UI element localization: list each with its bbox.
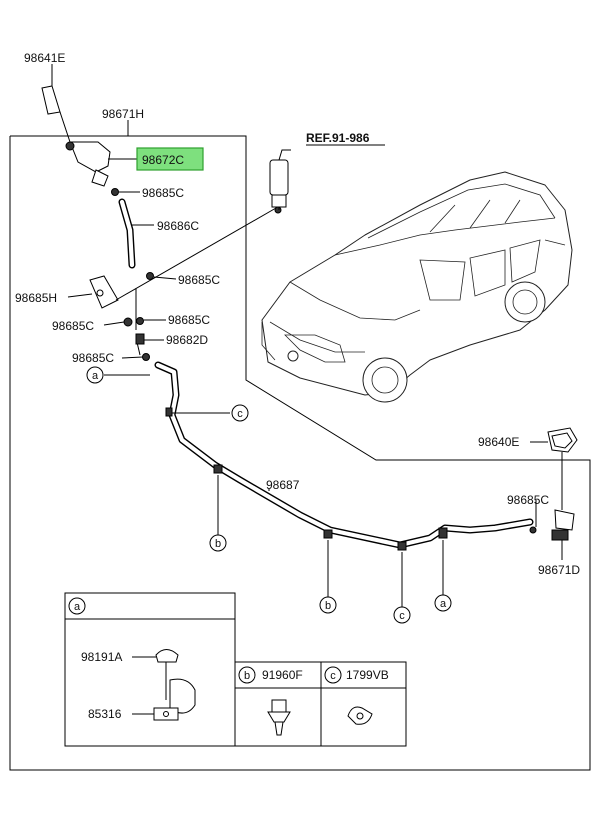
hose-routing [118, 198, 534, 549]
washer-pump [269, 149, 291, 214]
callout-a-upper: a [86, 366, 104, 384]
callout-b-mid: b [319, 596, 337, 614]
svg-text:b: b [244, 670, 250, 682]
svg-text:a: a [74, 601, 81, 613]
svg-text:c: c [330, 670, 336, 682]
label-98685c-6: 98685C [507, 493, 549, 507]
label-98641e: 98641E [24, 51, 65, 65]
svg-text:b: b [215, 538, 221, 550]
legend-box-c: c [320, 661, 407, 747]
svg-text:b: b [325, 600, 331, 612]
svg-text:c: c [237, 408, 243, 420]
svg-text:c: c [399, 610, 405, 622]
label-98685c-3: 98685C [52, 319, 94, 333]
leader-lines [51, 64, 563, 607]
vehicle-illustration [261, 171, 573, 403]
label-98191a: 98191A [81, 650, 122, 664]
label-98672c[interactable]: 98672C [142, 153, 184, 167]
assembly-frame [9, 135, 591, 771]
label-98685c-2: 98685C [178, 273, 220, 287]
label-98640e: 98640E [478, 435, 519, 449]
label-98685c-5: 98685C [72, 351, 114, 365]
svg-text:a: a [92, 370, 99, 382]
legend-box-a: a [64, 592, 236, 747]
bracket-98685h [89, 275, 119, 309]
label-98687: 98687 [266, 478, 300, 492]
label-85316: 85316 [88, 707, 122, 721]
nozzle-cap-98641e [41, 85, 61, 115]
label-1799vb: 1799VB [346, 668, 389, 682]
callout-c-upper: c [231, 404, 249, 422]
label-98685h: 98685H [15, 291, 57, 305]
nozzle-cap-98640e [547, 427, 578, 453]
callout-b-left: b [209, 534, 227, 552]
label-98671d: 98671D [538, 563, 580, 577]
label-98685c-1: 98685C [142, 186, 184, 200]
highlight-box [136, 147, 204, 171]
label-91960f: 91960F [262, 668, 303, 682]
label-98671h: 98671H [102, 107, 144, 121]
clip-icons [111, 188, 537, 534]
nozzle-98671d [551, 509, 575, 541]
label-98682d: 98682D [166, 333, 208, 347]
callout-a-right: a [434, 594, 452, 612]
label-98685c-4: 98685C [168, 313, 210, 327]
nozzle-assembly-98672c [65, 141, 111, 187]
label-98686c: 98686C [157, 219, 199, 233]
connector-98682d [135, 333, 145, 345]
label-ref[interactable]: REF.91-986 [306, 131, 370, 145]
callout-c-mid: c [393, 606, 411, 624]
svg-text:a: a [440, 598, 447, 610]
hose-clip-icons [165, 407, 448, 551]
